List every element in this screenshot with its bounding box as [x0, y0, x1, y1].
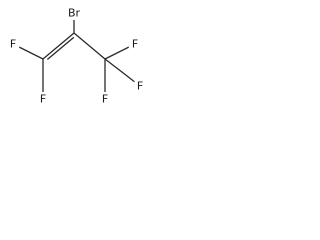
- atom-labels: BrF F F F F: [10, 7, 143, 106]
- atom-label-f1a: F: [10, 38, 16, 51]
- structure-diagram: BrF F F F F: [10, 7, 143, 106]
- atom-label-br: Br: [68, 7, 81, 20]
- atom-label-f1b: F: [40, 93, 46, 106]
- bond-c2-c1: [42, 32, 75, 60]
- bond-c2-c1-second-line: [46, 36, 75, 61]
- bonds: [18, 20, 135, 92]
- bond-c2-c3: [73, 32, 106, 60]
- bond-c3-f3b: [104, 58, 135, 83]
- atom-label-f3a: F: [132, 38, 138, 51]
- atom-label-f3c: F: [102, 93, 108, 106]
- atom-label-f3b: F: [137, 80, 143, 93]
- bond-c1-f1a: [18, 46, 44, 60]
- bond-c3-f3a: [104, 46, 130, 60]
